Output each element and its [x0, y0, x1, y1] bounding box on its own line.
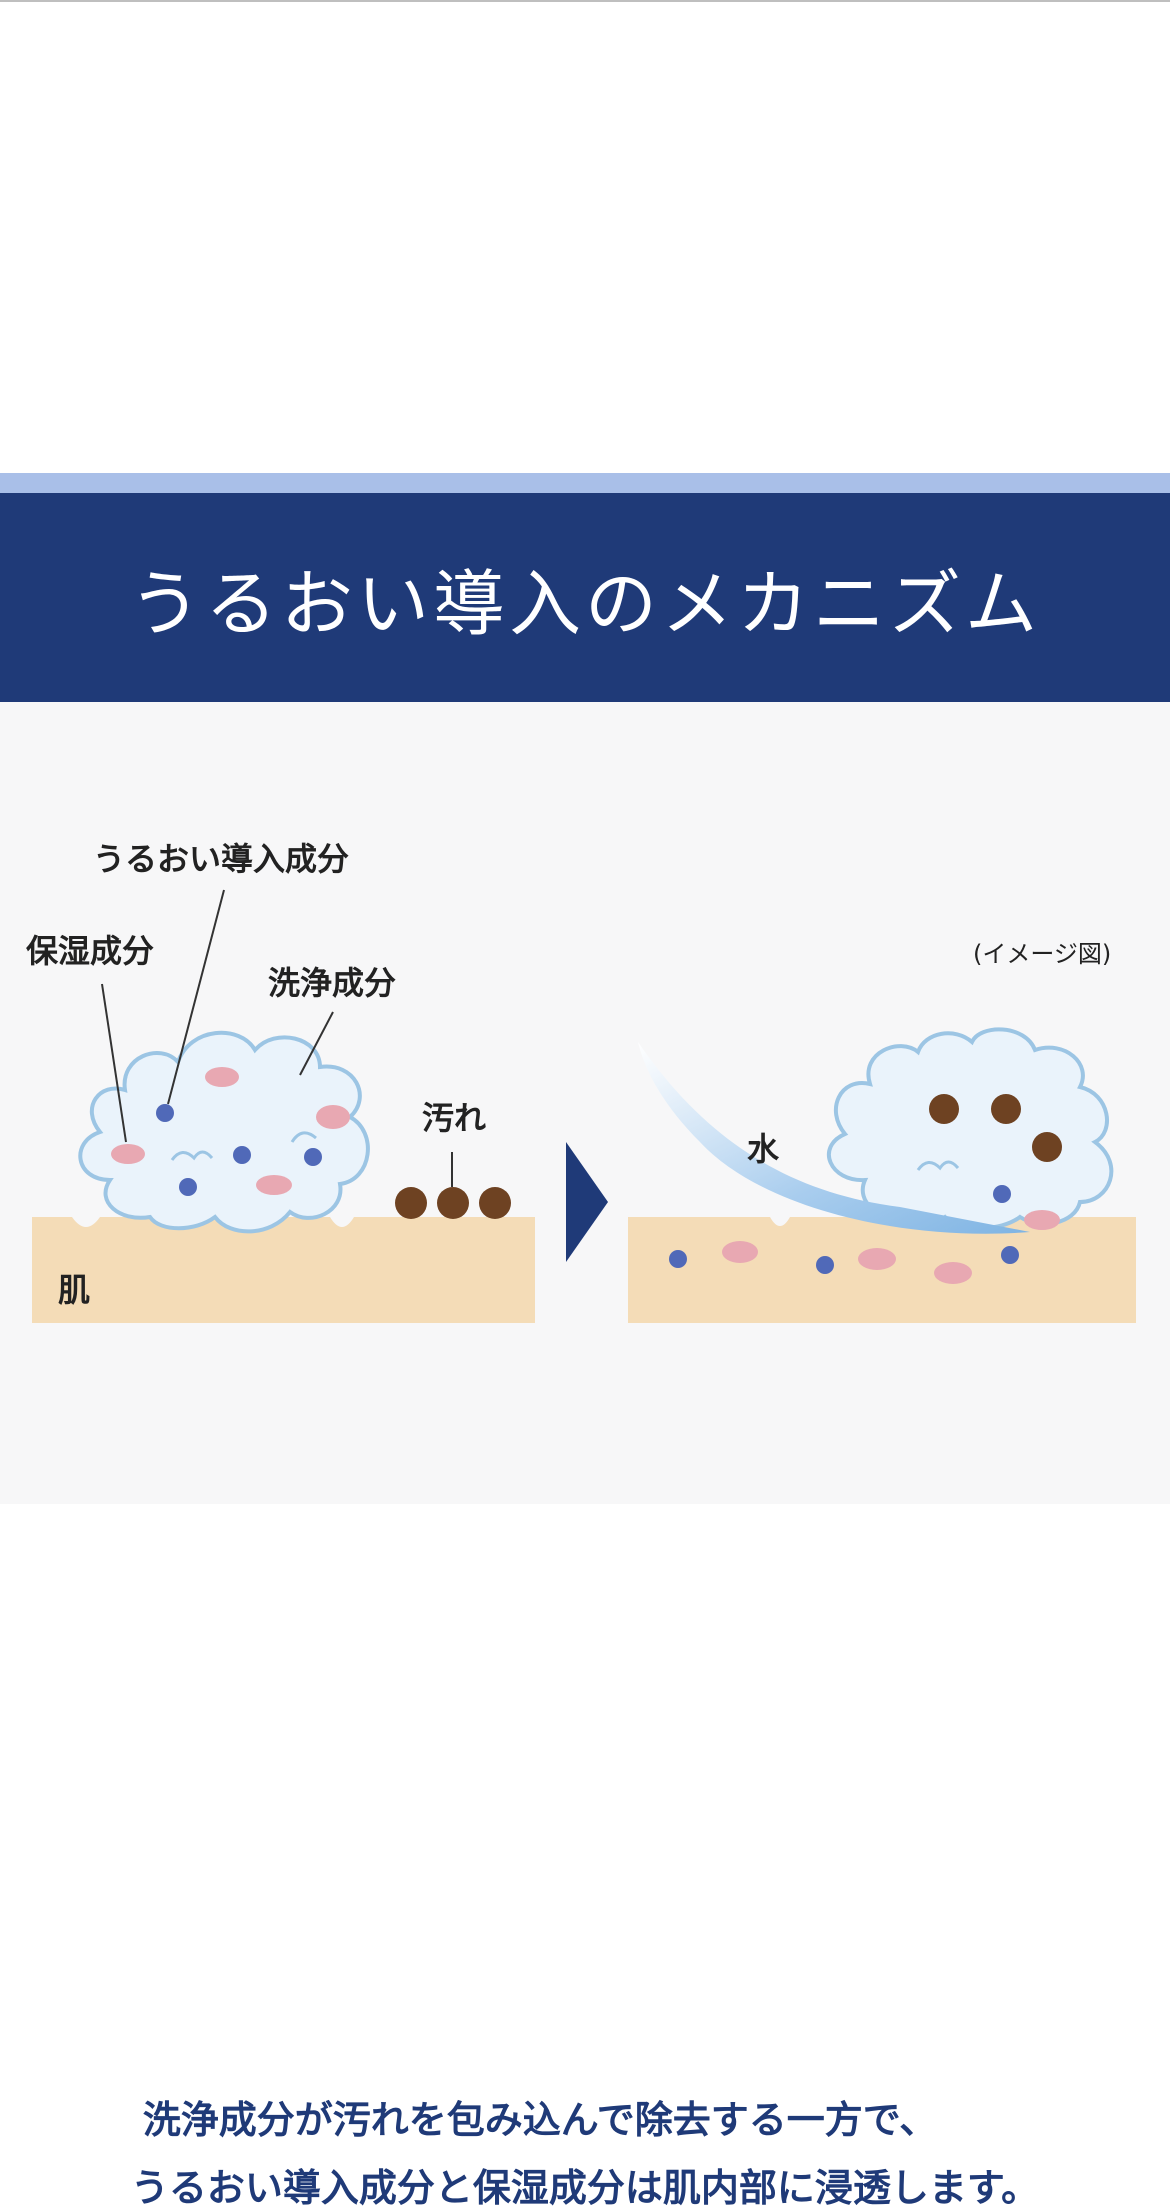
dirt-dot	[479, 1187, 511, 1219]
label-skin: 肌	[58, 1271, 90, 1309]
foam-cloud-left	[78, 1030, 370, 1234]
moisture-intro-dot	[816, 1256, 834, 1274]
humectant-dot	[316, 1105, 350, 1129]
caption-line-2: うるおい導入成分と保湿成分は肌内部に浸透します。	[130, 2166, 1040, 2210]
leader-line	[299, 1011, 334, 1076]
dirt-dot	[1032, 1132, 1062, 1162]
label-humectant: 保湿成分	[26, 932, 154, 970]
chevron-right-icon	[566, 1142, 608, 1262]
mechanism-diagram: うるおい導入成分 保湿成分 洗浄成分 汚れ 肌 水	[26, 840, 1136, 1323]
diagram-panel: うるおい導入成分 保湿成分 洗浄成分 汚れ 肌 水	[0, 702, 1170, 2210]
skin-block-right	[628, 1217, 1136, 1323]
water-stream	[638, 1042, 1030, 1234]
top-border	[0, 0, 1170, 2]
humectant-dot	[934, 1262, 972, 1284]
humectant-dot	[256, 1175, 292, 1195]
moisture-intro-dot	[179, 1178, 197, 1196]
page-title: うるおい導入のメカニズム	[128, 562, 1041, 646]
header-band: うるおい導入のメカニズム	[0, 493, 1170, 702]
moisture-intro-dot	[156, 1104, 174, 1122]
foam-cloud-right	[826, 1027, 1114, 1231]
leader-line	[101, 983, 127, 1143]
humectant-dot	[1024, 1210, 1060, 1230]
label-dirt: 汚れ	[422, 1099, 486, 1137]
dirt-dot	[437, 1187, 469, 1219]
moisture-intro-dot	[669, 1250, 687, 1268]
humectant-dot	[858, 1248, 896, 1270]
label-cleansing: 洗浄成分	[268, 964, 396, 1002]
dirt-dot	[929, 1094, 959, 1124]
moisture-intro-dot	[233, 1146, 251, 1164]
dirt-dot	[395, 1187, 427, 1219]
leader-line	[167, 889, 225, 1105]
dirt-dot	[991, 1094, 1021, 1124]
label-image-note: (イメージ図)	[973, 940, 1111, 968]
accent-strip	[0, 473, 1170, 493]
moisture-intro-dot	[304, 1148, 322, 1166]
humectant-dot	[205, 1067, 239, 1087]
caption-line-1: 洗浄成分が汚れを包み込んで除去する一方で、	[142, 2098, 938, 2142]
label-water: 水	[747, 1130, 780, 1168]
label-moisture-intro: うるおい導入成分	[93, 840, 349, 878]
skin-block-left	[32, 1217, 535, 1323]
moisture-intro-dot	[1001, 1246, 1019, 1264]
moisture-intro-dot	[993, 1185, 1011, 1203]
humectant-dot	[722, 1241, 758, 1263]
humectant-dot	[111, 1144, 145, 1164]
